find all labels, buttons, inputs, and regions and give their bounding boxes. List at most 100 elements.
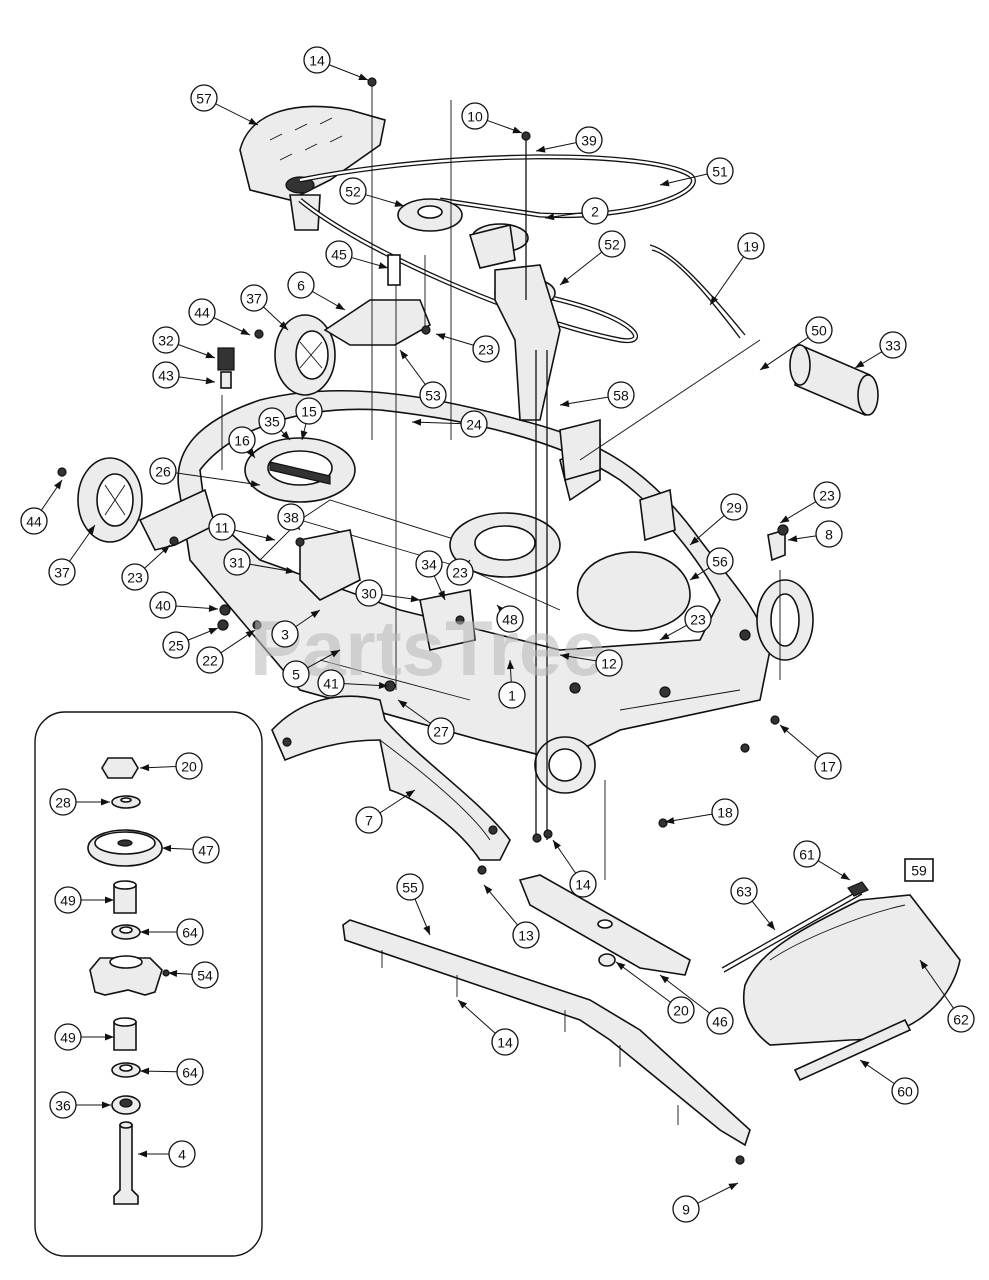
callout-number: 52 [604, 237, 620, 253]
callout-number: 26 [155, 464, 171, 480]
leader-arrow [560, 400, 570, 407]
callout-number: 64 [182, 1065, 198, 1081]
callout-number: 23 [690, 612, 706, 628]
spindle-inset [34, 711, 263, 1257]
wheel-left-lower [77, 457, 216, 551]
callout-36: 36 [49, 1091, 111, 1119]
callout-circle [162, 631, 190, 659]
leader-arrow [405, 790, 415, 798]
leader-arrow [780, 725, 790, 734]
callout-number: 15 [301, 404, 317, 420]
callout-15: 15 [295, 397, 323, 441]
callout-number: 41 [323, 676, 339, 692]
callout-54: 54 [167, 961, 219, 989]
callout-number: 1 [508, 688, 516, 704]
callout-20: 20 [139, 752, 203, 780]
callout-18: 18 [664, 798, 739, 826]
callout-number: 12 [601, 656, 617, 672]
callout-circle [168, 1140, 196, 1168]
callout-circle [569, 870, 597, 898]
callout-circle [317, 669, 345, 697]
callout-number: 51 [712, 164, 728, 180]
leader-arrow [545, 213, 555, 221]
callout-circle [49, 1091, 77, 1119]
callout-64: 64 [140, 918, 204, 946]
callout-number: 16 [234, 433, 250, 449]
callout-59: 59 [904, 858, 934, 882]
leader-arrow [855, 360, 865, 368]
callout-48: 48 [496, 604, 524, 633]
callout-17: 17 [779, 724, 842, 780]
callout-56: 56 [689, 547, 734, 581]
callout-circle [175, 752, 203, 780]
callout-circle [813, 481, 841, 509]
leader-arrow [436, 333, 446, 340]
callout-41: 41 [317, 669, 389, 697]
leader-arrow [378, 262, 388, 269]
callout-11: 11 [208, 513, 276, 542]
callout-7: 7 [355, 789, 416, 834]
leader-line [919, 959, 954, 1009]
callout-number: 45 [331, 247, 347, 263]
callout-number: 2 [591, 204, 599, 220]
callout-20: 20 [615, 961, 695, 1024]
callout-27: 27 [397, 699, 455, 745]
leader-arrow [54, 480, 62, 490]
callout-circle [191, 961, 219, 989]
callout-14: 14 [457, 999, 519, 1056]
callout-62: 62 [919, 959, 975, 1033]
callout-number: 28 [55, 795, 71, 811]
callout-circle [672, 1195, 700, 1223]
baffle-7 [271, 695, 511, 861]
callout-circle [607, 381, 635, 409]
leader-arrow [536, 145, 546, 153]
callout-number: 22 [202, 653, 218, 669]
callout-64: 64 [139, 1058, 204, 1086]
leader-arrow [330, 650, 340, 658]
spring-32 [217, 347, 235, 389]
callout-circle [879, 331, 907, 359]
callout-29: 29 [689, 493, 748, 546]
callout-number: 57 [196, 91, 212, 107]
callout-number: 25 [168, 638, 184, 654]
front-roller [534, 736, 596, 794]
callout-number: 59 [911, 863, 927, 879]
callout-number: 30 [361, 586, 377, 602]
callout-number: 5 [292, 667, 300, 683]
callout-circle [295, 397, 323, 425]
callout-number: 23 [452, 565, 468, 581]
callout-number: 9 [682, 1202, 690, 1218]
leader-arrow [728, 1183, 738, 1191]
callout-circle [396, 873, 424, 901]
leader-arrow [710, 295, 719, 305]
callout-number: 10 [467, 109, 483, 125]
leader-arrow [105, 1033, 114, 1041]
callout-circle [415, 550, 443, 578]
callout-circle [49, 788, 77, 816]
leader-line [175, 472, 261, 486]
callout-circle [54, 1023, 82, 1051]
leader-line [659, 974, 710, 1014]
callout-10: 10 [461, 102, 523, 134]
leader-arrow [400, 350, 409, 360]
callout-circle [667, 996, 695, 1024]
callout-3: 3 [271, 609, 321, 648]
callout-50: 50 [759, 316, 833, 371]
leader-arrow [660, 632, 670, 640]
leader-arrow [690, 572, 700, 580]
callout-number: 49 [60, 893, 76, 909]
callout-32: 32 [152, 326, 216, 359]
leader-arrow [265, 534, 275, 542]
leader-arrow [760, 362, 770, 370]
leader-arrow [423, 925, 430, 935]
callout-number: 14 [497, 1035, 513, 1051]
callout-43: 43 [152, 361, 216, 389]
callout-number: 50 [811, 323, 827, 339]
leader-arrow [410, 595, 420, 603]
leader-arrow [788, 535, 798, 543]
callout-44: 44 [20, 479, 63, 535]
callout-number: 33 [885, 338, 901, 354]
leader-line [759, 336, 809, 371]
